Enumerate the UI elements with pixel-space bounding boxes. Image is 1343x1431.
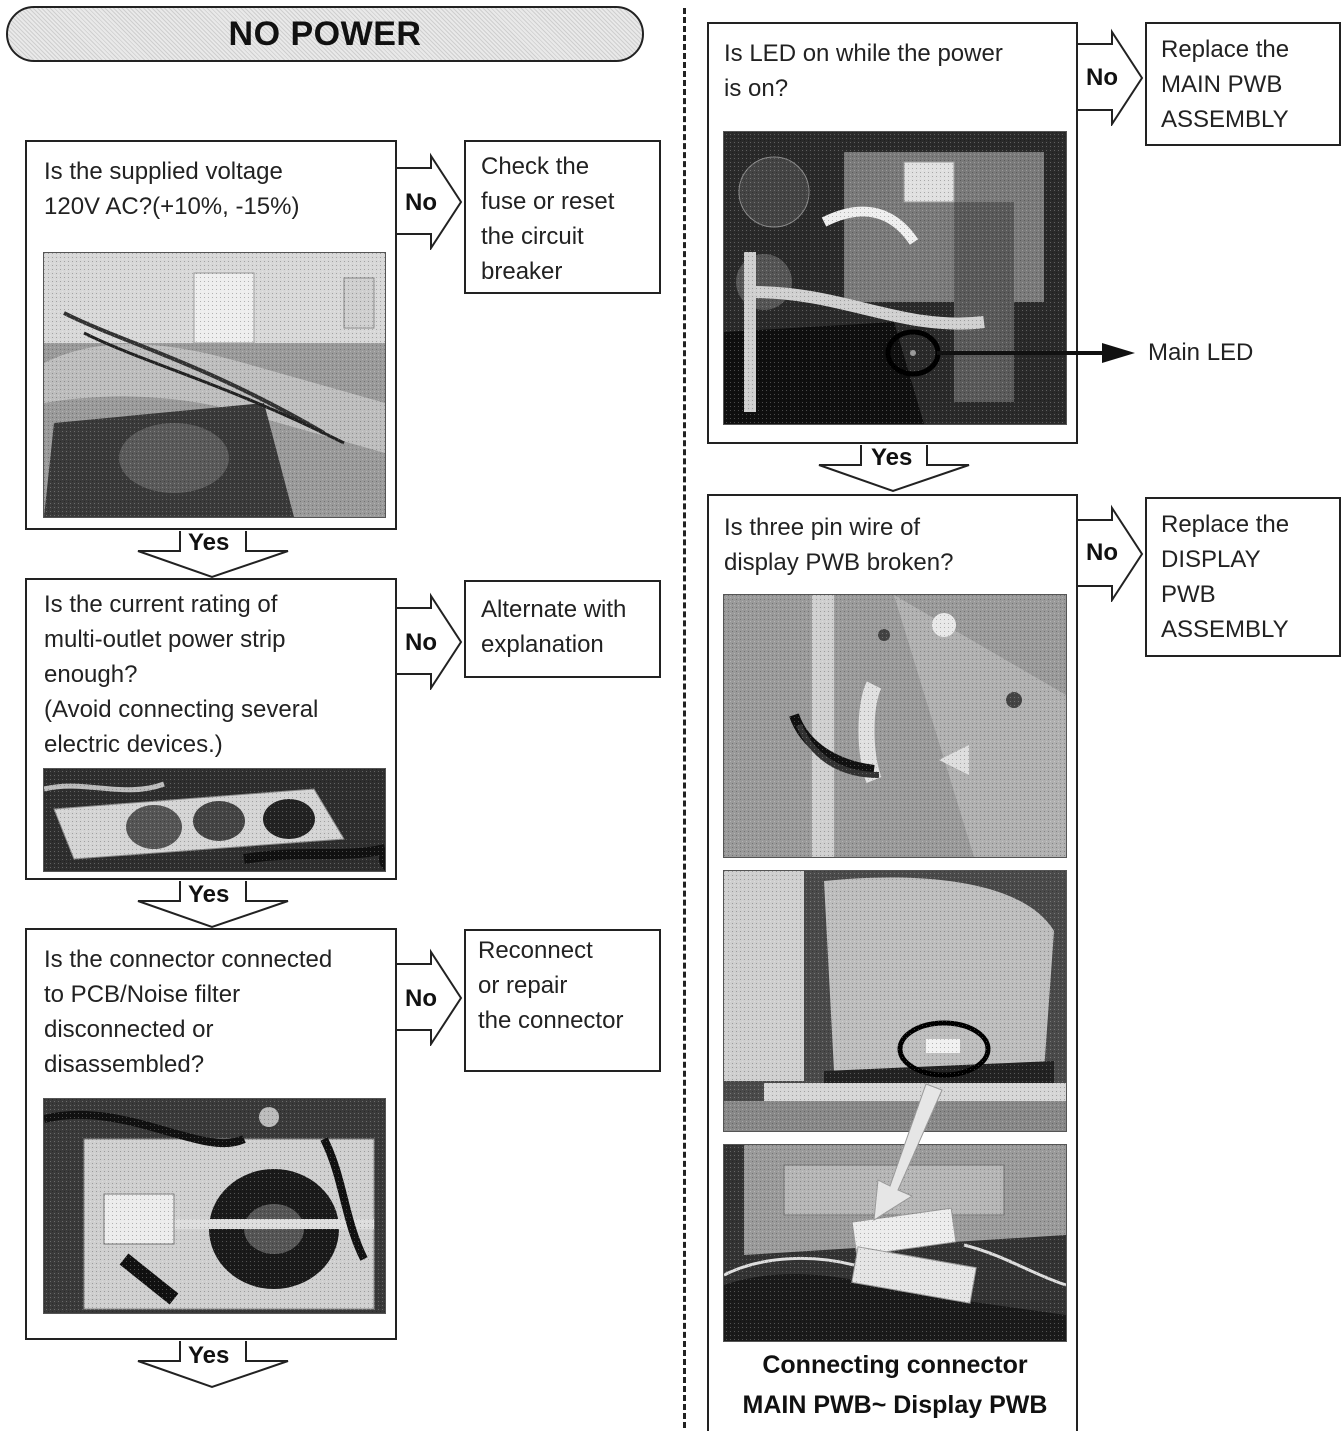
action-box-display-pwb bbox=[1145, 497, 1341, 657]
page-title: NO POWER bbox=[228, 14, 422, 53]
caption-line-1: Connecting connector bbox=[762, 1351, 1028, 1379]
yes-arrow-3 bbox=[137, 1341, 289, 1389]
column-divider bbox=[683, 8, 686, 1428]
yes-label-2: Yes bbox=[188, 881, 230, 908]
no-arrow-r2 bbox=[1078, 504, 1144, 602]
action-text-main-pwb: Replace the MAIN PWB ASSEMBLY bbox=[1161, 36, 1290, 133]
action-box-main-pwb bbox=[1145, 22, 1341, 146]
action-box-fuse bbox=[464, 140, 661, 294]
yes-label-1: Yes bbox=[188, 529, 230, 556]
no-arrow-3 bbox=[397, 948, 463, 1046]
photo-multimeter bbox=[43, 252, 386, 518]
photo-power-strip bbox=[43, 768, 386, 872]
no-label-2: No bbox=[405, 629, 437, 656]
connector-pointer-arrow bbox=[873, 1083, 943, 1221]
action-box-alternate bbox=[464, 580, 661, 678]
no-label-r1: No bbox=[1086, 64, 1118, 91]
caption-line-2: MAIN PWB~ Display PWB bbox=[742, 1391, 1048, 1419]
photo-connector-location bbox=[723, 870, 1067, 1132]
no-arrow-1 bbox=[397, 152, 463, 250]
action-text-display-pwb: Replace the DISPLAY PWB ASSEMBLY bbox=[1161, 511, 1290, 643]
question-text-power-strip: Is the current rating of multi-outlet po… bbox=[44, 591, 319, 758]
action-box-reconnect bbox=[464, 929, 661, 1072]
yes-label-3: Yes bbox=[188, 1342, 230, 1369]
question-text-connector: Is the connector connected to PCB/Noise … bbox=[44, 946, 333, 1078]
no-label-3: No bbox=[405, 985, 437, 1012]
question-text-three-pin: Is three pin wire of display PWB broken? bbox=[724, 514, 954, 576]
yes-arrow-2 bbox=[137, 881, 289, 929]
no-arrow-r1 bbox=[1078, 28, 1144, 126]
yes-arrow-1 bbox=[137, 531, 289, 579]
photo-noise-filter bbox=[43, 1098, 386, 1314]
action-text-fuse: Check the fuse or reset the circuit brea… bbox=[481, 153, 615, 285]
action-text-alternate: Alternate with explanation bbox=[481, 596, 627, 658]
main-led-label: Main LED bbox=[1148, 339, 1254, 366]
action-text-reconnect: Reconnect or repair the connector bbox=[478, 937, 624, 1034]
title-banner: NO POWER bbox=[6, 6, 644, 62]
question-text-voltage: Is the supplied voltage 120V AC?(+10%, -… bbox=[44, 158, 300, 220]
photo-main-pwb bbox=[723, 131, 1067, 425]
question-text-led: Is LED on while the power is on? bbox=[724, 40, 1003, 102]
no-label-1: No bbox=[405, 189, 437, 216]
no-label-r2: No bbox=[1086, 539, 1118, 566]
no-arrow-2 bbox=[397, 592, 463, 690]
main-led-pointer bbox=[937, 343, 1135, 363]
yes-label-r1: Yes bbox=[871, 444, 913, 471]
photo-three-pin-wire bbox=[723, 594, 1067, 858]
yes-arrow-r1 bbox=[818, 445, 970, 493]
